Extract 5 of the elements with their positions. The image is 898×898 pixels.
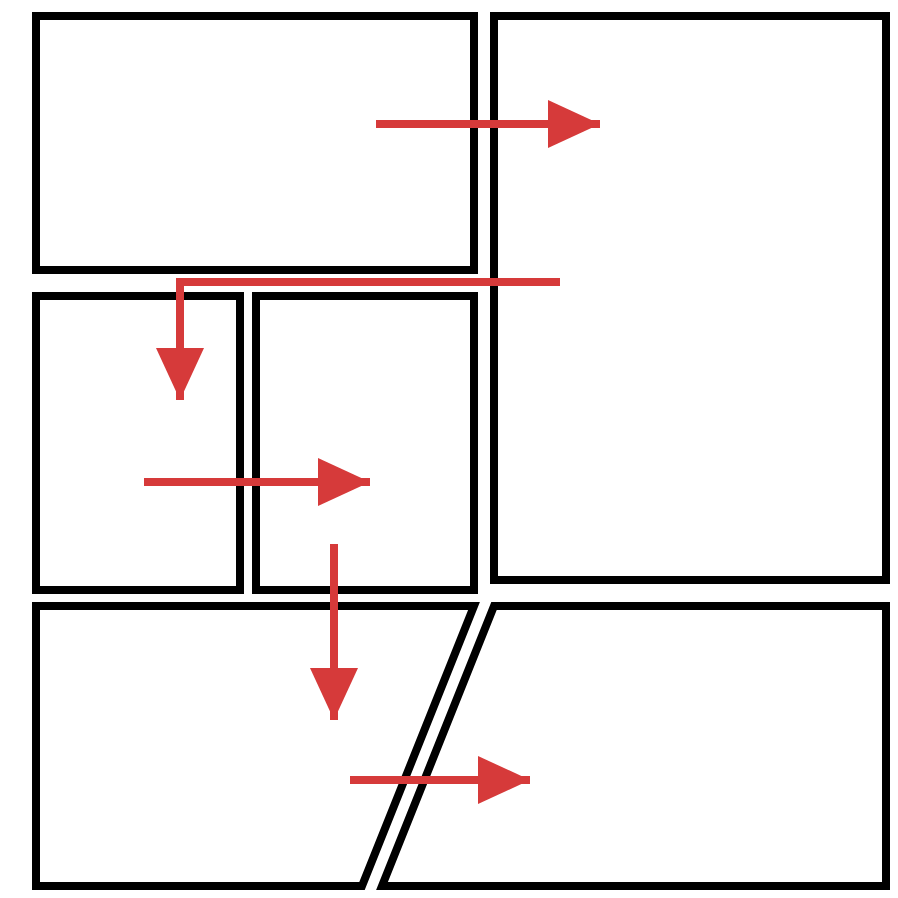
arrow (350, 756, 530, 804)
arrow (144, 458, 370, 506)
arrow (376, 100, 600, 148)
arrow (156, 278, 560, 400)
arrow (310, 544, 358, 720)
